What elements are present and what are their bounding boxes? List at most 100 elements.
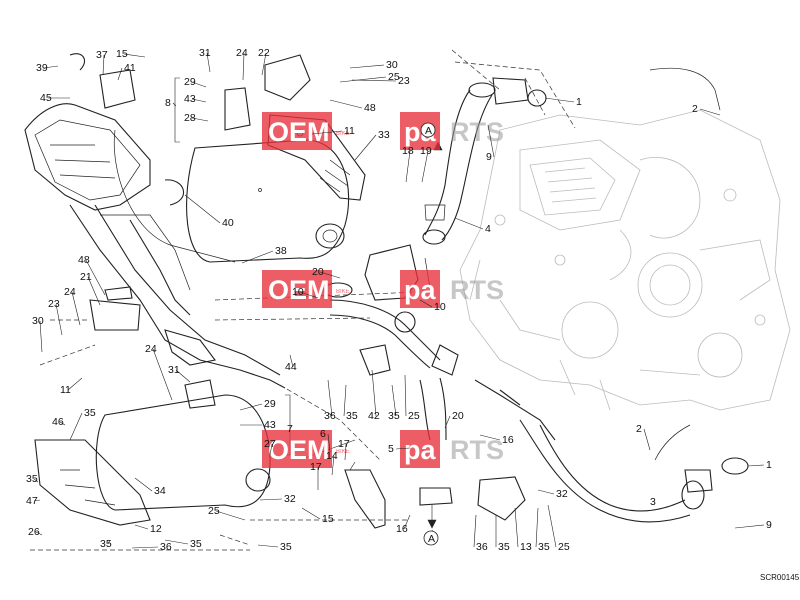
callout-leader bbox=[371, 369, 377, 417]
callout-number: 43 bbox=[184, 93, 196, 105]
callout-number: 48 bbox=[364, 102, 376, 114]
callout-34: 34 bbox=[134, 477, 166, 497]
callout-number: 34 bbox=[154, 485, 166, 497]
callout-11: 11 bbox=[60, 377, 83, 396]
callout-number: 30 bbox=[32, 315, 44, 327]
callout-leader bbox=[301, 507, 321, 520]
callout-number: 1 bbox=[576, 96, 582, 108]
callout-31: 31 bbox=[168, 364, 191, 383]
engine-outline bbox=[459, 109, 791, 411]
watermark-text-c: pa bbox=[404, 275, 436, 305]
callout-1: 1 bbox=[747, 459, 772, 471]
callout-number: 25 bbox=[408, 410, 420, 422]
callout-number: 24 bbox=[64, 286, 76, 298]
callout-number: 23 bbox=[48, 298, 60, 310]
callout-number: 29 bbox=[264, 398, 276, 410]
callout-leader bbox=[242, 52, 245, 81]
callout-leader bbox=[643, 428, 651, 451]
callout-leader bbox=[327, 433, 331, 453]
callout-46: 46 bbox=[52, 416, 66, 428]
callout-leader bbox=[421, 150, 429, 183]
callout-number: 46 bbox=[52, 416, 64, 428]
callout-21: 21 bbox=[80, 271, 101, 306]
callout-A: A bbox=[423, 529, 439, 546]
callout-leader bbox=[391, 384, 397, 417]
callout-leader bbox=[487, 124, 495, 158]
callout-number: 11 bbox=[344, 125, 355, 137]
callout-2: 2 bbox=[636, 423, 651, 451]
callout-leader bbox=[215, 510, 246, 521]
callout-leader bbox=[71, 291, 81, 326]
callout-number: 14 bbox=[326, 450, 338, 462]
callout-29: 29 bbox=[184, 76, 207, 88]
callout-leader bbox=[239, 403, 263, 411]
upper-muffler bbox=[186, 139, 350, 263]
callout-16: 16 bbox=[479, 434, 514, 446]
callout-leader bbox=[329, 99, 363, 109]
callout-35: 35 bbox=[388, 384, 400, 422]
callout-leader bbox=[259, 498, 283, 501]
callout-15: 15 bbox=[116, 48, 146, 60]
callout-number: 17 bbox=[310, 461, 322, 473]
callout-6: 6 bbox=[320, 428, 331, 453]
callout-number: 43 bbox=[264, 419, 276, 431]
callout-number: 35 bbox=[498, 541, 510, 553]
callout-number: 8 bbox=[165, 97, 171, 109]
callout-number: 47 bbox=[26, 495, 38, 507]
callout-number: 12 bbox=[150, 523, 162, 535]
callout-number: 35 bbox=[190, 538, 202, 550]
watermark-small: BIKE bbox=[336, 449, 350, 455]
watermark-bottom: OEM pa RTS BIKE bbox=[262, 430, 504, 468]
callout-number: 27 bbox=[264, 438, 276, 450]
callout-number: A bbox=[428, 533, 435, 545]
callout-leader bbox=[69, 412, 83, 441]
callout-number: 48 bbox=[78, 254, 90, 266]
callout-leader bbox=[134, 524, 149, 530]
callout-leader bbox=[152, 348, 173, 401]
callout-leader bbox=[289, 354, 294, 368]
callout-2: 2 bbox=[692, 103, 721, 116]
callout-23: 23 bbox=[48, 298, 63, 336]
callout-leader bbox=[172, 102, 177, 107]
watermark-text-b: RTS bbox=[450, 435, 504, 465]
callout-42: 42 bbox=[368, 369, 380, 422]
callout-16: 16 bbox=[396, 514, 411, 535]
lower-heat-shield bbox=[34, 439, 151, 526]
callout-14: 14 bbox=[326, 450, 338, 476]
callout-17: 17 bbox=[310, 461, 322, 490]
callout-17: 17 bbox=[338, 438, 350, 461]
callout-number: 23 bbox=[398, 75, 410, 87]
reference-circle bbox=[423, 530, 439, 546]
callout-leader bbox=[131, 546, 159, 549]
diagram-code: SCR00145 bbox=[760, 573, 800, 582]
callout-leader bbox=[134, 477, 153, 492]
watermark-text-b: RTS bbox=[450, 275, 504, 305]
callout-24: 24 bbox=[145, 343, 173, 401]
callout-number: 16 bbox=[396, 523, 408, 535]
callout-45: 45 bbox=[40, 92, 70, 104]
watermark-text-a: OEM bbox=[268, 275, 330, 305]
callout-number: 36 bbox=[476, 541, 488, 553]
callout-leader bbox=[191, 117, 209, 122]
callout-1: 1 bbox=[544, 96, 582, 108]
callout-27: 27 bbox=[264, 438, 276, 456]
callout-35: 35 bbox=[535, 507, 550, 553]
callout-15: 15 bbox=[301, 507, 334, 525]
callout-number: 22 bbox=[258, 47, 270, 59]
callout-number: 35 bbox=[26, 473, 38, 485]
callout-leader bbox=[547, 504, 557, 548]
callout-number: 40 bbox=[222, 217, 234, 229]
callout-32: 32 bbox=[537, 488, 568, 500]
callout-19: 19 bbox=[420, 145, 432, 183]
callout-25: 25 bbox=[339, 71, 400, 83]
callout-leader bbox=[473, 514, 477, 548]
callout-leader bbox=[87, 276, 101, 306]
callout-leader bbox=[479, 434, 501, 441]
callout-48: 48 bbox=[78, 254, 106, 296]
callout-number: 19 bbox=[420, 145, 432, 157]
callout-leader bbox=[35, 531, 43, 536]
callout-leader bbox=[43, 65, 59, 69]
callout-number: 3 bbox=[650, 496, 656, 508]
callout-10: 10 bbox=[292, 286, 319, 299]
